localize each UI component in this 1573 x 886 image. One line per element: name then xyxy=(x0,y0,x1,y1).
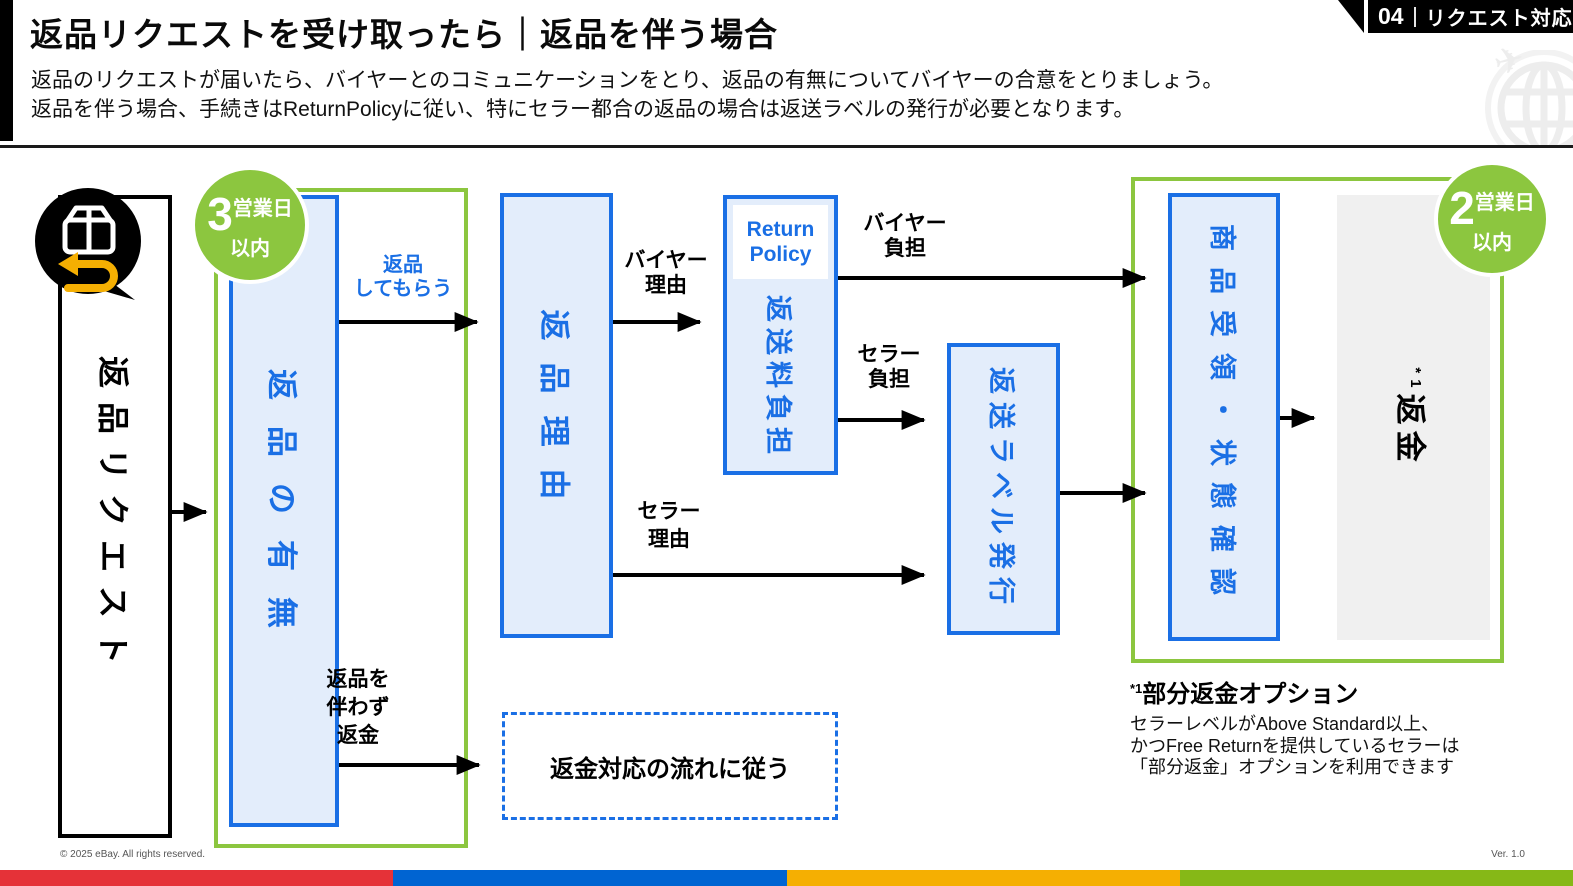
badge-3-within: 以内 xyxy=(230,238,270,260)
bar-segment-red xyxy=(0,870,394,886)
annotation-line-3: 「部分返金」オプションを利用できます xyxy=(1130,757,1454,777)
header-separator-line xyxy=(0,145,1573,148)
badge-2-unit: 営業日 xyxy=(1474,192,1535,214)
annotation-body: セラーレベルがAbove Standard以上、 かつFree Returnを提… xyxy=(1130,714,1460,779)
badge-2-business-days: 2 営業日 以内 xyxy=(1434,161,1550,277)
refund-note-ref: *1 xyxy=(1407,367,1425,394)
box-return-reason: 返品理由 xyxy=(500,193,613,638)
frame-3-business-days xyxy=(214,188,468,848)
box-receive-and-check: 商品受領・状態確認 xyxy=(1168,193,1280,641)
annotation-line-2: かつFree Returnを提供しているセラーは xyxy=(1130,735,1460,756)
bar-segment-green xyxy=(1179,870,1573,886)
badge-2-number: 2 xyxy=(1449,182,1475,234)
return-request-icon xyxy=(35,188,141,300)
annotation-line-1: セラーレベルがAbove Standard以上、 xyxy=(1130,714,1440,734)
label-buyer-pay: バイヤー 負担 xyxy=(863,212,947,260)
return-policy-header: Return Policy xyxy=(733,205,828,279)
copyright-text: © 2025 eBay. All rights reserved. xyxy=(60,849,206,860)
box-refund-label: *1返金 xyxy=(1393,367,1428,468)
subtitle-line-1: 返品のリクエストが届いたら、バイヤーとのコミュニケーションをとり、返品の有無につ… xyxy=(31,69,1224,92)
box-return-label-issue: 返送ラベル発行 xyxy=(947,343,1060,635)
subtitle-line-2: 返品を伴う場合、手続きはReturnPolicyに従い、特にセラー都合の返品の場… xyxy=(31,98,1135,121)
box-return-yes-no-label: 返品の有無 xyxy=(263,368,299,654)
chapter-banner-notch xyxy=(1338,0,1364,33)
box-return-request-label: 返品リクエスト xyxy=(95,355,132,678)
left-edge-accent-bar xyxy=(0,0,13,141)
badge-2-within: 以内 xyxy=(1472,232,1512,254)
bar-segment-blue xyxy=(393,870,787,886)
box-refund-flow-note: 返金対応の流れに従う xyxy=(502,712,838,820)
chapter-divider xyxy=(1413,6,1416,27)
annotation-ref: *1 xyxy=(1130,681,1143,696)
annotation-title: *1部分返金オプション xyxy=(1130,681,1359,708)
bar-segment-yellow xyxy=(786,870,1180,886)
frame-2-business-days xyxy=(1131,177,1504,663)
label-return-accept: 返品 してもらう xyxy=(353,254,453,300)
box-return-reason-label: 返品理由 xyxy=(536,309,571,522)
ebay-color-bar xyxy=(0,870,1573,886)
box-refund-flow-note-label: 返金対応の流れに従う xyxy=(550,755,790,783)
badge-3-business-days: 3 営業日 以内 xyxy=(191,166,309,284)
box-return-request: 返品リクエスト xyxy=(58,195,172,838)
box-return-shipping-fee: Return Policy 返送料負担 xyxy=(723,195,838,475)
page-title: 返品リクエストを受け取ったら｜返品を伴う場合 xyxy=(30,16,778,53)
chapter-number: 04 xyxy=(1378,3,1404,29)
box-return-yes-no: 返品の有無 xyxy=(229,195,339,827)
label-seller-pay: セラー 負担 xyxy=(857,343,921,391)
badge-3-unit: 営業日 xyxy=(232,198,293,220)
airplane-watermark-icon: ✈ xyxy=(1489,36,1529,85)
box-return-shipping-fee-label: 返送料負担 xyxy=(763,294,793,460)
return-arrow-icon xyxy=(64,260,118,292)
page-subtitle: 返品のリクエストが届いたら、バイヤーとのコミュニケーションをとり、返品の有無につ… xyxy=(31,66,1223,124)
box-receive-and-check-label: 商品受領・状態確認 xyxy=(1206,223,1237,611)
label-seller-reason: セラー 理由 xyxy=(637,500,701,551)
chapter-banner: 04 リクエスト対応 xyxy=(1368,0,1573,33)
chapter-label: リクエスト対応 xyxy=(1425,8,1573,30)
badge-3-number: 3 xyxy=(207,188,233,240)
box-return-label-issue-label: 返送ラベル発行 xyxy=(986,366,1016,612)
label-buyer-reason: バイヤー 理由 xyxy=(624,249,708,297)
globe-watermark-icon xyxy=(1485,50,1573,147)
label-refund-without-return: 返品を 伴わず 返金 xyxy=(326,668,390,747)
version-text: Ver. 1.0 xyxy=(1491,849,1525,860)
